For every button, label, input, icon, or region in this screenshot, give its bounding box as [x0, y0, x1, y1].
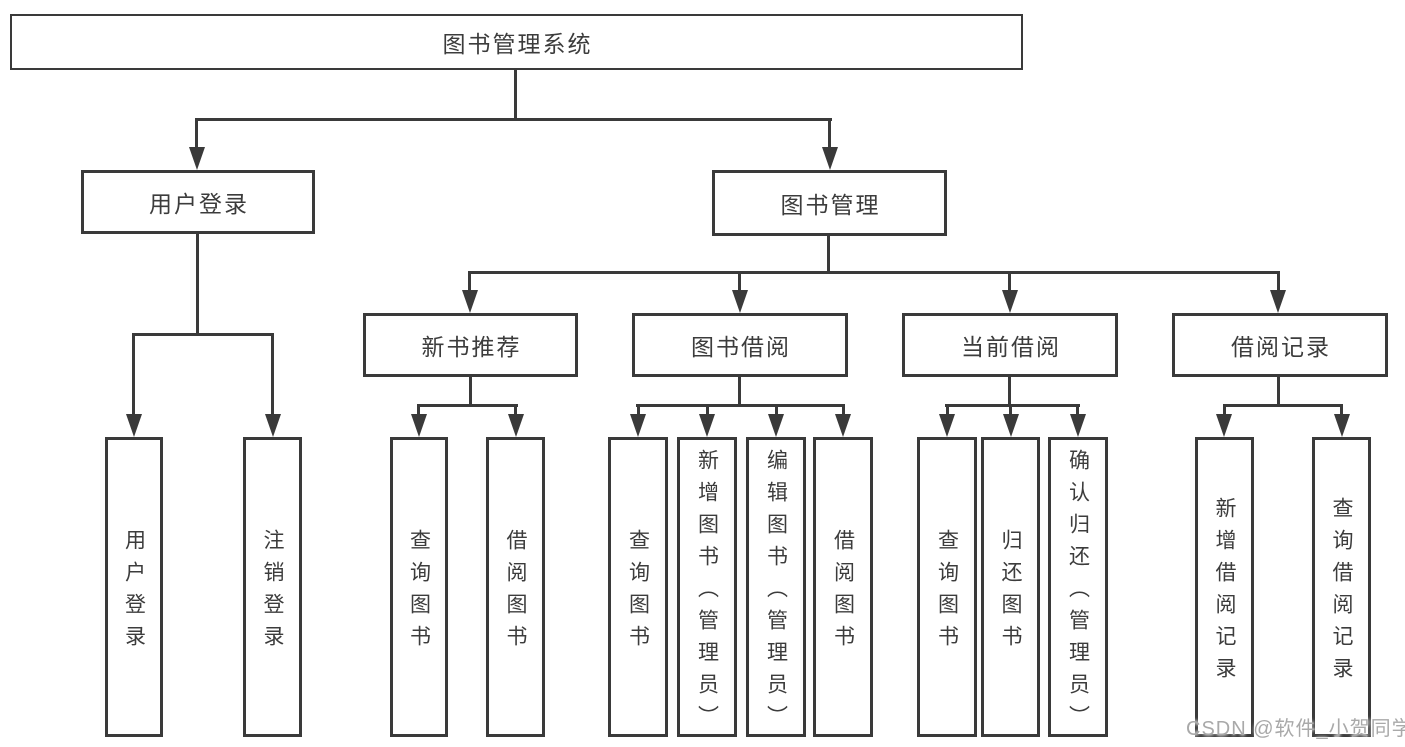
arrow-down-icon	[699, 414, 715, 437]
connector-line	[468, 271, 471, 292]
arrow-down-icon	[189, 147, 205, 170]
connector-line	[417, 404, 420, 416]
connector-line	[417, 404, 518, 407]
arrow-down-icon	[630, 414, 646, 437]
arrow-down-icon	[462, 290, 478, 313]
connector-line	[1076, 404, 1079, 416]
leaf-user-login-label: 用户登录	[122, 528, 146, 657]
connector-line	[196, 233, 199, 336]
connector-line	[637, 404, 640, 416]
leaf-query-books-borrowing: 查询图书	[608, 437, 668, 737]
arrow-down-icon	[508, 414, 524, 437]
connector-line	[636, 404, 845, 407]
leaf-borrow-books-recommend: 借阅图书	[486, 437, 545, 737]
node-root: 图书管理系统	[10, 14, 1023, 70]
node-book-borrowing-label: 图书借阅	[691, 334, 791, 360]
arrow-down-icon	[822, 147, 838, 170]
leaf-edit-books-admin-label: 编辑图书（管理员）	[764, 448, 788, 737]
watermark: CSDN @软件_小贺同学	[1186, 718, 1405, 740]
connector-line	[945, 404, 1080, 407]
leaf-query-books-borrowing-label: 查询图书	[626, 528, 650, 657]
connector-line	[271, 333, 274, 414]
leaf-edit-books-admin: 编辑图书（管理员）	[746, 437, 806, 737]
connector-line	[1009, 404, 1012, 416]
arrow-down-icon	[939, 414, 955, 437]
leaf-confirm-return-admin: 确认归还（管理员）	[1048, 437, 1108, 737]
arrow-down-icon	[126, 414, 142, 437]
arrow-down-icon	[1070, 414, 1086, 437]
leaf-add-books-admin: 新增图书（管理员）	[677, 437, 737, 737]
connector-line	[1340, 404, 1343, 416]
arrow-down-icon	[1002, 290, 1018, 313]
connector-line	[1223, 404, 1343, 407]
node-book-borrowing: 图书借阅	[632, 313, 848, 377]
node-borrowing-records: 借阅记录	[1172, 313, 1388, 377]
connector-line	[514, 404, 517, 416]
node-book-management: 图书管理	[712, 170, 947, 236]
connector-line	[706, 404, 709, 416]
leaf-logout-label: 注销登录	[261, 528, 284, 657]
connector-line	[1008, 271, 1011, 292]
leaf-logout: 注销登录	[243, 437, 302, 737]
arrow-down-icon	[1334, 414, 1350, 437]
connector-line	[195, 118, 198, 149]
leaf-borrow-books-label: 借阅图书	[831, 528, 855, 657]
leaf-borrow-books: 借阅图书	[813, 437, 873, 737]
leaf-query-borrow-record: 查询借阅记录	[1312, 437, 1371, 737]
connector-line	[738, 271, 741, 292]
connector-line	[514, 68, 517, 121]
connector-line	[946, 404, 949, 416]
connector-line	[1277, 376, 1280, 407]
connector-line	[195, 118, 832, 121]
node-user-login-label: 用户登录	[149, 191, 249, 217]
connector-line	[468, 271, 1280, 274]
leaf-query-books-recommend-label: 查询图书	[407, 528, 431, 657]
leaf-query-books-current: 查询图书	[917, 437, 977, 737]
leaf-query-books-current-label: 查询图书	[935, 528, 959, 657]
arrow-down-icon	[1216, 414, 1232, 437]
leaf-query-borrow-record-label: 查询借阅记录	[1330, 496, 1353, 689]
leaf-add-books-admin-label: 新增图书（管理员）	[695, 448, 719, 737]
node-new-book-recommendation: 新书推荐	[363, 313, 578, 377]
connector-line	[827, 235, 830, 274]
arrow-down-icon	[732, 290, 748, 313]
node-new-book-recommendation-label: 新书推荐	[421, 334, 522, 360]
connector-line	[738, 376, 741, 407]
leaf-add-borrow-record-label: 新增借阅记录	[1213, 496, 1236, 689]
arrow-down-icon	[768, 414, 784, 437]
arrow-down-icon	[411, 414, 427, 437]
leaf-query-books-recommend: 查询图书	[390, 437, 448, 737]
arrow-down-icon	[265, 414, 281, 437]
node-user-login: 用户登录	[81, 170, 315, 234]
leaf-user-login: 用户登录	[105, 437, 163, 737]
leaf-confirm-return-admin-label: 确认归还（管理员）	[1066, 448, 1090, 737]
arrow-down-icon	[835, 414, 851, 437]
arrow-down-icon	[1003, 414, 1019, 437]
connector-line	[132, 333, 274, 336]
connector-line	[1277, 271, 1280, 292]
connector-line	[132, 333, 135, 414]
connector-line	[1223, 404, 1226, 416]
leaf-return-books-label: 归还图书	[999, 528, 1022, 657]
node-book-management-label: 图书管理	[780, 192, 881, 218]
connector-line	[775, 404, 778, 416]
leaf-borrow-books-recommend-label: 借阅图书	[504, 528, 527, 657]
connector-line	[1008, 376, 1011, 407]
connector-line	[469, 376, 472, 407]
node-current-borrowing: 当前借阅	[902, 313, 1118, 377]
node-borrowing-records-label: 借阅记录	[1231, 334, 1331, 360]
connector-line	[842, 404, 845, 416]
connector-line	[828, 118, 831, 149]
node-root-label: 图书管理系统	[442, 31, 593, 57]
arrow-down-icon	[1270, 290, 1286, 313]
leaf-add-borrow-record: 新增借阅记录	[1195, 437, 1254, 737]
node-current-borrowing-label: 当前借阅	[961, 334, 1061, 360]
leaf-return-books: 归还图书	[981, 437, 1040, 737]
